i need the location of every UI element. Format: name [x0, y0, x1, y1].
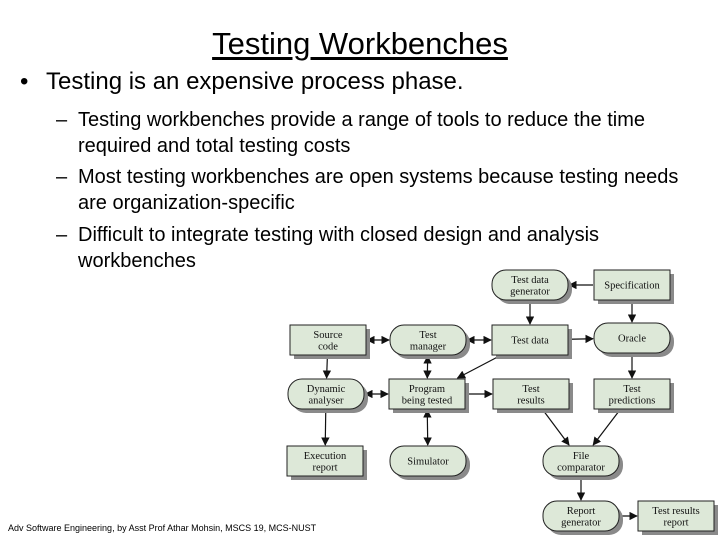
- main-bullet: • Testing is an expensive process phase.: [20, 68, 464, 96]
- node-label: Program: [409, 384, 445, 395]
- node-label: generator: [561, 517, 601, 528]
- node-label: predictions: [609, 395, 656, 406]
- node-label: analyser: [309, 395, 344, 406]
- node-simulator: Simulator: [389, 445, 470, 480]
- edge-dynamic-analyser-to-execution-report: [321, 409, 330, 446]
- edge-source-code-to-dynamic-analyser: [322, 355, 332, 379]
- dash-icon: –: [56, 224, 68, 246]
- node-label: Dynamic: [307, 384, 346, 395]
- sub-bullet: – Testing workbenches provide a range of…: [56, 107, 696, 159]
- dash-icon: –: [56, 166, 68, 188]
- node-label: generator: [510, 286, 550, 297]
- node-box: [286, 445, 364, 477]
- node-label: Execution: [304, 451, 347, 462]
- edge-program-being-tested-to-simulator: [423, 409, 432, 446]
- node-label: Report: [567, 506, 596, 517]
- node-box: [491, 324, 569, 356]
- dash-icon: –: [56, 109, 68, 131]
- node-box: [637, 500, 715, 532]
- node-label: Test: [419, 330, 436, 341]
- node-label: Oracle: [618, 334, 646, 345]
- node-label: Test: [623, 384, 640, 395]
- sub-bullet-text: Difficult to integrate testing with clos…: [78, 224, 600, 272]
- sub-bullet-text: Testing workbenches provide a range of t…: [78, 109, 645, 157]
- node-label: File: [573, 451, 590, 462]
- node-label: comparator: [557, 462, 605, 473]
- node-label: Test data: [511, 275, 549, 286]
- edge-test-predictions-to-file-comparator: [592, 409, 621, 446]
- node-box: [542, 445, 620, 477]
- node-label: report: [663, 517, 688, 528]
- node-label: report: [312, 462, 337, 473]
- node-specification: Specification: [593, 269, 674, 304]
- edge-test-data-to-program-being-tested: [456, 355, 500, 379]
- sub-bullet: – Difficult to integrate testing with cl…: [56, 222, 696, 274]
- node-test-data: Test data: [491, 324, 572, 359]
- bullet-dot-icon: •: [20, 68, 29, 95]
- main-bullet-text: Testing is an expensive process phase.: [46, 68, 464, 95]
- node-box: [593, 322, 671, 354]
- node-label: Test data: [511, 336, 549, 347]
- slide-footer: Adv Software Engineering, by Asst Prof A…: [8, 523, 317, 533]
- sub-bullet-text: Most testing workbenches are open system…: [78, 166, 679, 214]
- node-box: [388, 378, 466, 410]
- node-box: [593, 378, 671, 410]
- sub-bullet: – Most testing workbenches are open syst…: [56, 164, 696, 216]
- edge-test-results-to-file-comparator: [542, 409, 570, 446]
- node-label: Specification: [604, 281, 660, 292]
- node-label: Test: [522, 384, 539, 395]
- node-label: Simulator: [407, 457, 449, 468]
- node-box: [389, 324, 467, 356]
- node-box: [289, 324, 367, 356]
- node-box: [492, 378, 570, 410]
- node-box: [287, 378, 365, 410]
- node-box: [542, 500, 620, 532]
- node-label: results: [517, 395, 544, 406]
- node-label: manager: [410, 341, 447, 352]
- node-box: [491, 269, 569, 301]
- node-box: [593, 269, 671, 301]
- node-label: being tested: [402, 395, 453, 406]
- node-oracle: Oracle: [593, 322, 674, 357]
- node-box: [389, 445, 467, 477]
- node-label: Source: [313, 330, 342, 341]
- slide-title: Testing Workbenches: [212, 26, 508, 61]
- node-label: Test results: [652, 506, 699, 517]
- node-label: code: [318, 341, 338, 352]
